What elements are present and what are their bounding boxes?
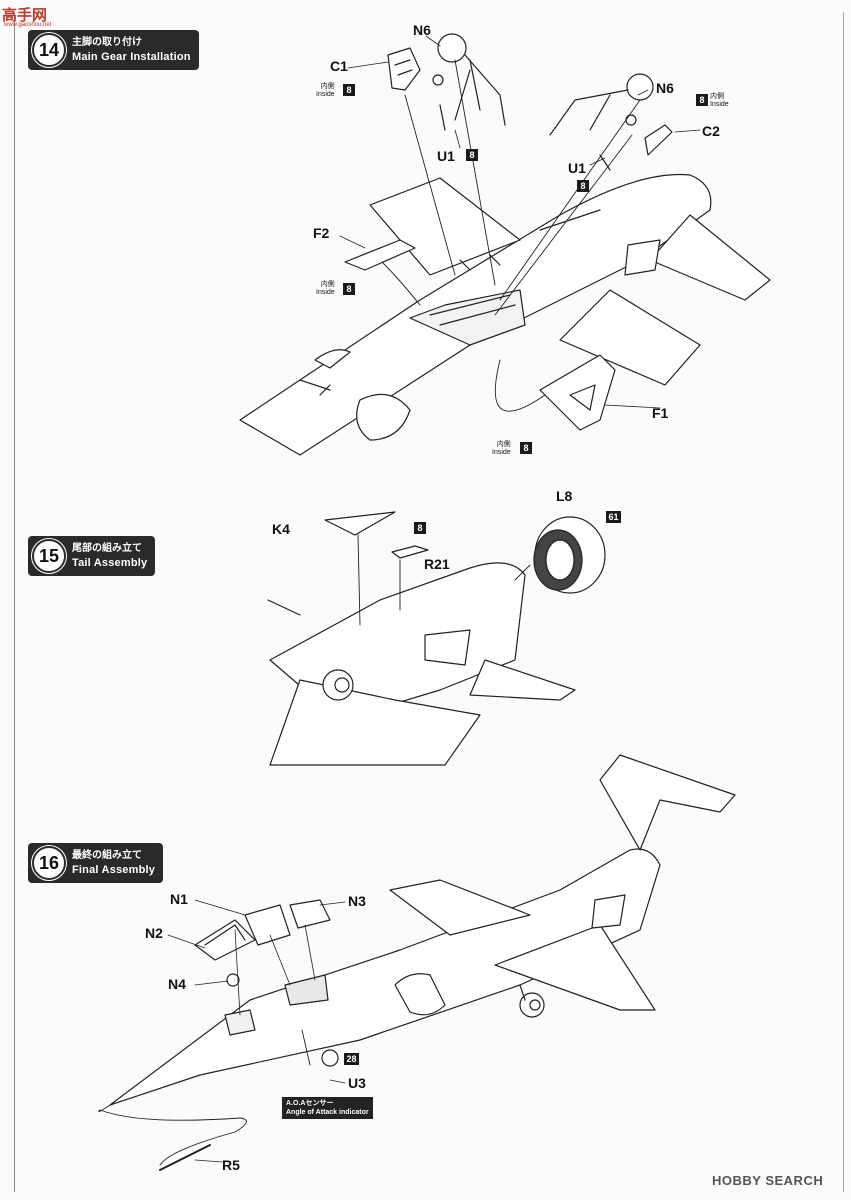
step-15-title-jp: 尾部の組み立て bbox=[72, 543, 142, 554]
part-label-r5: R5 bbox=[222, 1157, 240, 1173]
watermark-logo: 高手网 bbox=[2, 7, 48, 24]
nozzle-ring bbox=[533, 516, 606, 594]
watermark-url: www.gaoshou.net bbox=[4, 22, 52, 28]
page-border bbox=[14, 12, 844, 1192]
part-label-n2: N2 bbox=[145, 925, 163, 941]
step-15-title-en: Tail Assembly bbox=[72, 557, 148, 569]
paint-code-f2: 8 bbox=[343, 283, 355, 295]
step-16-title-jp: 最終の組み立て bbox=[72, 850, 142, 861]
part-label-k4: K4 bbox=[272, 521, 290, 537]
step-15-header: 15 尾部の組み立て Tail Assembly bbox=[28, 536, 156, 576]
aoa-sensor-note: A.O.Aセンサー Angle of Attack indicator bbox=[282, 1097, 373, 1119]
part-label-n6-right: N6 bbox=[656, 80, 674, 96]
step15-aircraft-drawing bbox=[267, 511, 606, 766]
part-label-u1-right: U1 bbox=[568, 160, 586, 176]
paint-code-u3: 28 bbox=[344, 1053, 359, 1065]
step-14-number: 14 bbox=[31, 32, 67, 68]
paint-code-u1-right: 8 bbox=[577, 180, 589, 192]
step16-aircraft-drawing bbox=[98, 754, 736, 1171]
paint-code-c1: 8 bbox=[343, 84, 355, 96]
step-15-number: 15 bbox=[31, 538, 67, 574]
step-16-number: 16 bbox=[31, 845, 67, 881]
part-label-n1: N1 bbox=[170, 891, 188, 907]
part-label-f2: F2 bbox=[313, 225, 330, 241]
part-label-f1: F1 bbox=[652, 405, 669, 421]
part-label-u3: U3 bbox=[348, 1075, 366, 1091]
aoa-note-jp: A.O.Aセンサー bbox=[286, 1100, 334, 1107]
paint-code-c2: 8 bbox=[696, 94, 708, 106]
step-14-title-en: Main Gear Installation bbox=[72, 51, 191, 63]
paint-code-l8: 61 bbox=[606, 511, 621, 523]
paint-code-u1-left: 8 bbox=[466, 149, 478, 161]
step-16-header: 16 最終の組み立て Final Assembly bbox=[28, 843, 164, 883]
part-label-n3: N3 bbox=[348, 893, 366, 909]
part-label-l8: L8 bbox=[556, 488, 573, 504]
aoa-note-en: Angle of Attack indicator bbox=[286, 1109, 369, 1116]
step14-aircraft-drawing bbox=[239, 33, 771, 456]
part-label-c2: C2 bbox=[702, 123, 720, 139]
step-16-title-en: Final Assembly bbox=[72, 864, 156, 876]
part-label-r21: R21 bbox=[424, 556, 450, 572]
watermark-brand: HOBBY SEARCH bbox=[712, 1173, 824, 1188]
part-label-u1-left: U1 bbox=[437, 148, 455, 164]
step-14-header: 14 主脚の取り付け Main Gear Installation bbox=[28, 30, 199, 70]
paint-code-f1: 8 bbox=[520, 442, 532, 454]
part-label-n6-left: N6 bbox=[413, 22, 431, 38]
step-14-title-jp: 主脚の取り付け bbox=[72, 37, 142, 48]
part-label-n4: N4 bbox=[168, 976, 186, 992]
paint-code-r21: 8 bbox=[414, 522, 426, 534]
part-label-c1: C1 bbox=[330, 58, 348, 74]
